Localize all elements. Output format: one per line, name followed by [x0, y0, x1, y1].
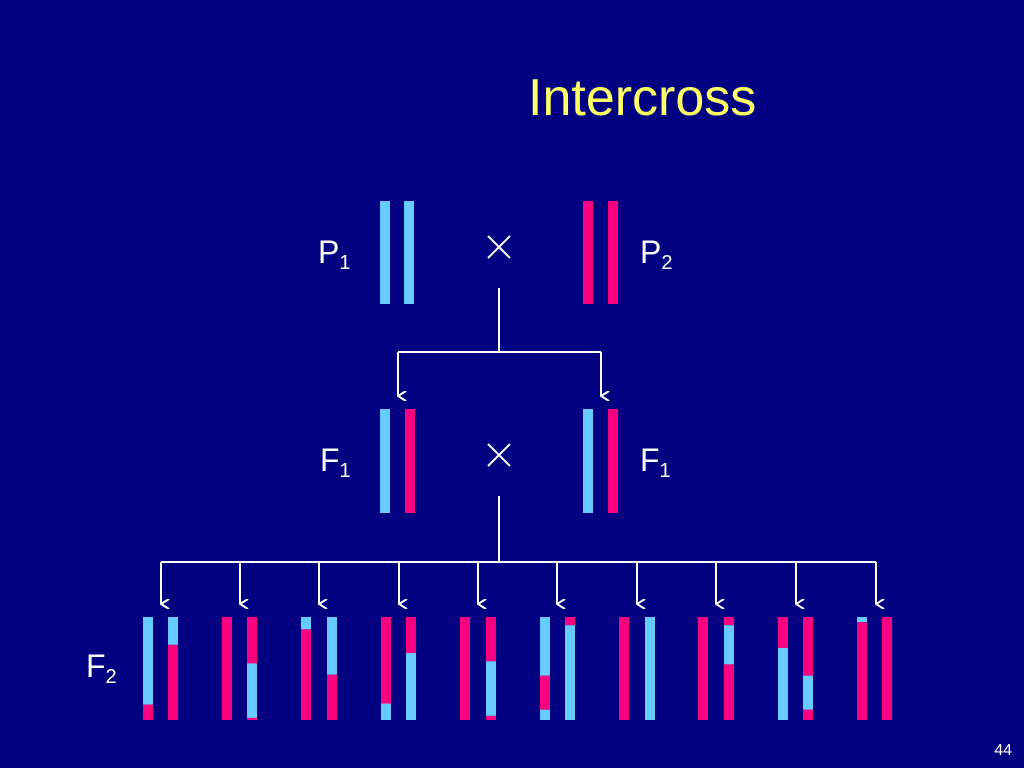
f2-individual-6-chromosome-a [540, 617, 550, 720]
p2-chromosome-b [608, 201, 618, 304]
cross-symbol-f1 [487, 443, 511, 467]
f2-individual-2-chromosome-a [222, 617, 232, 720]
f2-individual-4-chromosome-b [406, 617, 416, 720]
f2-individual-8-chromosome-b [724, 617, 734, 720]
f1-right-chromosome-b [608, 409, 618, 513]
p1-label: P1 [318, 234, 351, 274]
p2-label: P2 [640, 234, 673, 274]
f2-individual-4-chromosome-a [381, 617, 391, 720]
f1-left-label: F1 [320, 442, 351, 482]
cross-symbol-parents [487, 235, 511, 259]
f1-right-label: F1 [640, 442, 671, 482]
p1-chromosome-a [380, 201, 390, 304]
f2-label: F2 [86, 648, 117, 688]
f2-individual-6-chromosome-b [565, 617, 575, 720]
f2-individual-9-chromosome-a [778, 617, 788, 720]
page-number: 44 [994, 742, 1012, 759]
f2-individual-1-chromosome-b [168, 617, 178, 720]
chromosomes [143, 201, 892, 720]
slide-title: Intercross [528, 69, 757, 127]
f1-right-chromosome-a [583, 409, 593, 513]
f2-individual-10-chromosome-b [882, 617, 892, 720]
f2-individual-9-chromosome-b [803, 617, 813, 720]
f2-individual-8-chromosome-a [698, 617, 708, 720]
f2-individual-5-chromosome-b [486, 617, 496, 720]
f2-individual-10-chromosome-a [857, 617, 867, 720]
f1-left-chromosome-a [380, 409, 390, 513]
f2-individual-7-chromosome-b [645, 617, 655, 720]
connector-p-to-f1 [397, 288, 601, 396]
p2-chromosome-a [583, 201, 593, 304]
connector-f1-to-f2 [160, 496, 876, 604]
f1-left-chromosome-b [405, 409, 415, 513]
f2-individual-7-chromosome-a [619, 617, 629, 720]
f2-individual-3-chromosome-a [301, 617, 311, 720]
f2-individual-2-chromosome-b [247, 617, 257, 720]
f2-individual-5-chromosome-a [460, 617, 470, 720]
p1-chromosome-b [404, 201, 414, 304]
f2-individual-3-chromosome-b [327, 617, 337, 720]
f2-individual-1-chromosome-a [143, 617, 153, 720]
